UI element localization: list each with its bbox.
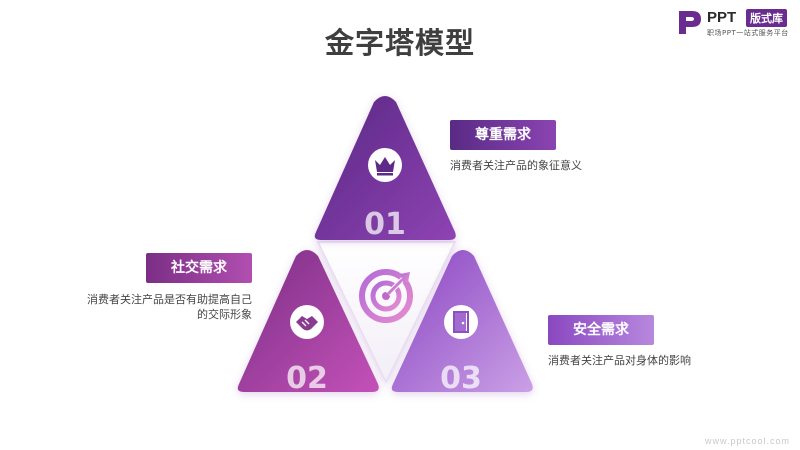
- segment-number-03: 03: [440, 361, 482, 396]
- label-respect-need: 尊重需求: [450, 120, 556, 150]
- segment-number-02: 02: [286, 361, 328, 396]
- watermark: www.pptcool.com: [704, 436, 790, 446]
- segment-number-01: 01: [364, 207, 406, 242]
- crown-icon: [368, 148, 402, 182]
- label-social-need: 社交需求: [146, 253, 252, 283]
- logo-badge: 版式库: [746, 9, 787, 27]
- brand-logo: PPT 版式库 职场PPT一站式服务平台: [676, 8, 796, 38]
- page-title: 金字塔模型: [324, 26, 475, 60]
- description-social-need-line1: 消费者关注产品是否有助提高自己: [87, 293, 252, 306]
- label-safety-need: 安全需求: [548, 315, 654, 345]
- center-triangle: [316, 241, 457, 384]
- logo-tagline: 职场PPT一站式服务平台: [707, 29, 789, 37]
- logo-p-icon: [679, 11, 701, 34]
- description-social-need-line2: 的交际形象: [197, 308, 252, 321]
- target-icon: [359, 269, 413, 323]
- description-respect-need: 消费者关注产品的象征意义: [450, 159, 582, 172]
- description-social-need: 消费者关注产品是否有助提高自己 的交际形象: [40, 292, 252, 322]
- description-safety-need: 消费者关注产品对身体的影响: [548, 354, 691, 367]
- door-icon: [444, 305, 478, 339]
- logo-brand-text: PPT: [707, 9, 737, 26]
- handshake-icon: [290, 305, 324, 339]
